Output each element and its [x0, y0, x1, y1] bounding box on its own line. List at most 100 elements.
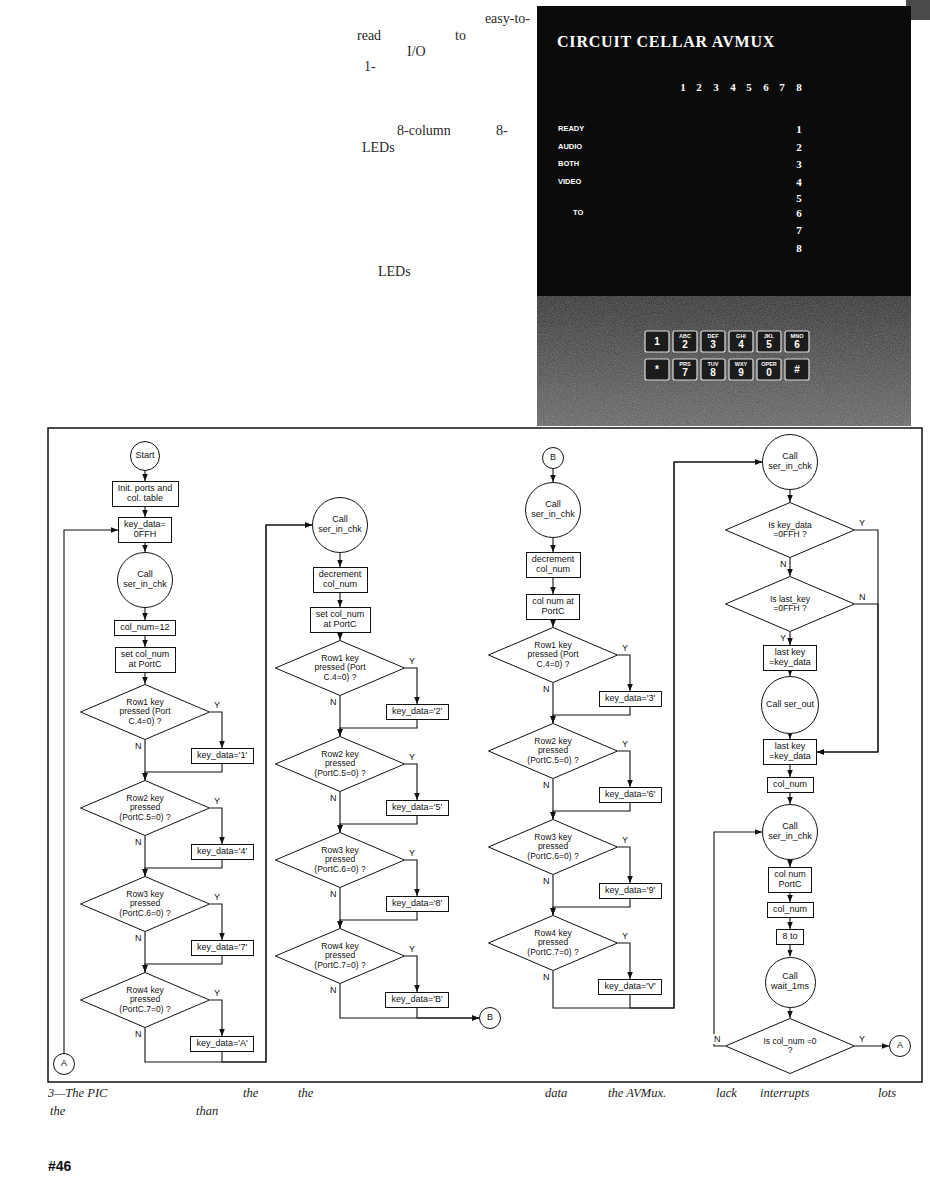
- flow-arrow: [817, 604, 878, 752]
- keypad-key: [673, 359, 697, 380]
- node-label: Call ser_out: [766, 700, 814, 710]
- node-text-group: col num at PortC: [527, 597, 579, 617]
- process-box: key_data='1': [191, 748, 254, 764]
- node-text-group: Row3 key pressed (PortC.6=0) ?: [313, 846, 367, 874]
- body-text-fragment: read: [357, 28, 381, 44]
- process-box: col_num: [767, 902, 814, 918]
- keypad-letters: TUV: [708, 361, 719, 367]
- node-text-group: col num PortC: [769, 870, 811, 890]
- node-label: Row4 key pressed (PortC.7=0) ?: [526, 929, 580, 957]
- node-text-group: Call ser_in_chk: [528, 500, 578, 520]
- status-label: READY: [558, 125, 584, 134]
- node-text-group: Init. ports and col. table: [113, 484, 177, 504]
- flow-arrow: [340, 816, 417, 832]
- status-label: AUDIO: [558, 143, 582, 152]
- caption-fragment: lots: [878, 1086, 896, 1100]
- terminal-circle: Call ser_in_chk: [762, 434, 818, 490]
- node-text-group: last key =key_data: [766, 742, 814, 762]
- flow-arrow: [552, 620, 553, 627]
- flow-arrow: [630, 462, 762, 1008]
- node-label: Row2 key pressed (PortC.5=0) ?: [526, 737, 580, 765]
- node-label: Row4 key pressed (PortC.7=0) ?: [313, 942, 367, 970]
- decision-diamond: Is key_data =0FFH ?: [725, 502, 855, 558]
- diamond-shape: [726, 503, 855, 558]
- node-label: Call wait_1ms: [766, 972, 815, 992]
- caption-fragment: the AVMux.: [608, 1086, 666, 1100]
- node-text-group: key_data='1': [197, 751, 247, 761]
- node-text-group: col_num=12: [120, 623, 169, 633]
- keypad-digit: 2: [682, 339, 688, 351]
- process-box: key_data='9': [599, 883, 662, 899]
- keypad-key: [785, 331, 809, 352]
- flow-arrow: [145, 956, 222, 972]
- node-text-group: Start: [135, 451, 154, 461]
- keypad-letters: ABC: [679, 333, 691, 339]
- flow-arrow: [789, 1008, 790, 1019]
- flow-arrow: [789, 765, 790, 777]
- keypad-digit: 4: [738, 339, 744, 351]
- flow-arrow: [144, 543, 145, 552]
- process-box: decrement col_num: [526, 552, 581, 578]
- node-label: col_num: [773, 905, 807, 915]
- node-text-group: Row4 key pressed (PortC.7=0) ?: [526, 929, 580, 957]
- keypad-digit: 5: [766, 339, 772, 351]
- keypad-key: [701, 331, 725, 352]
- node-label: Start: [135, 451, 154, 461]
- branch-label: Y: [213, 700, 221, 710]
- node-label: Row1 key pressed (Port C.4=0) ?: [526, 641, 580, 669]
- process-box: key_data='3': [599, 691, 662, 707]
- node-text-group: Is key_data =0FFH ?: [762, 521, 818, 540]
- device-base: [537, 296, 911, 426]
- node-label: key_data='2': [392, 707, 442, 717]
- diamond-shape: [489, 724, 618, 779]
- branch-label: N: [858, 592, 867, 602]
- led-row-number: 2: [796, 141, 802, 154]
- status-label: BOTH: [558, 160, 579, 169]
- node-text-group: decrement col_num: [314, 570, 367, 590]
- flow-arrow: [789, 558, 790, 576]
- node-text-group: Row1 key pressed (Port C.4=0) ?: [526, 641, 580, 669]
- node-text-group: key_data='9': [605, 886, 655, 896]
- branch-label: N: [134, 741, 143, 751]
- process-box: key_data='7': [191, 940, 254, 956]
- decision-diamond: Row2 key pressed (PortC.5=0) ?: [80, 780, 210, 836]
- process-box: key_data='2': [386, 704, 449, 720]
- device-panel: [537, 6, 911, 298]
- process-box: col num at PortC: [526, 594, 580, 620]
- keypad-digit: #: [794, 364, 800, 376]
- keypad-digit: 1: [654, 336, 660, 348]
- body-text-fragment: easy-to-: [485, 11, 530, 27]
- node-label: col_num=12: [120, 623, 169, 633]
- node-label: B: [487, 1013, 493, 1023]
- decision-diamond: Row4 key pressed (PortC.7=0) ?: [80, 972, 210, 1028]
- flow-arrow: [340, 984, 479, 1018]
- flow-arrow: [144, 673, 145, 684]
- body-text-fragment: LEDs: [378, 264, 411, 280]
- node-label: key_data='5': [392, 803, 442, 813]
- flow-arrow: [553, 462, 762, 1008]
- branch-label: N: [134, 933, 143, 943]
- decision-diamond: Row4 key pressed (PortC.7=0) ?: [275, 928, 405, 984]
- flow-arrow: [417, 1008, 479, 1018]
- flow-arrow: [64, 530, 118, 1053]
- node-label: col_num: [773, 780, 807, 790]
- diamond-shape: [276, 929, 405, 984]
- flow-arrow: [339, 633, 340, 640]
- node-label: B: [550, 453, 556, 463]
- node-text-group: B: [487, 1013, 493, 1023]
- node-label: key_data='3': [605, 694, 655, 704]
- node-label: Call ser_in_chk: [315, 515, 365, 535]
- diamond-shape: [81, 973, 210, 1028]
- connector-group: [64, 462, 889, 1062]
- keypad-digit: 8: [710, 367, 716, 379]
- node-label: Row3 key pressed (PortC.6=0) ?: [118, 890, 172, 918]
- keypad-key: [785, 359, 809, 380]
- process-box: key_data='5': [386, 800, 449, 816]
- led-column-number: 5: [746, 81, 752, 94]
- keypad-digit: 3: [710, 339, 716, 351]
- diamond-shape: [81, 781, 210, 836]
- decision-diamond: Row3 key pressed (PortC.6=0) ?: [488, 819, 618, 875]
- node-label: key_data='6': [605, 790, 655, 800]
